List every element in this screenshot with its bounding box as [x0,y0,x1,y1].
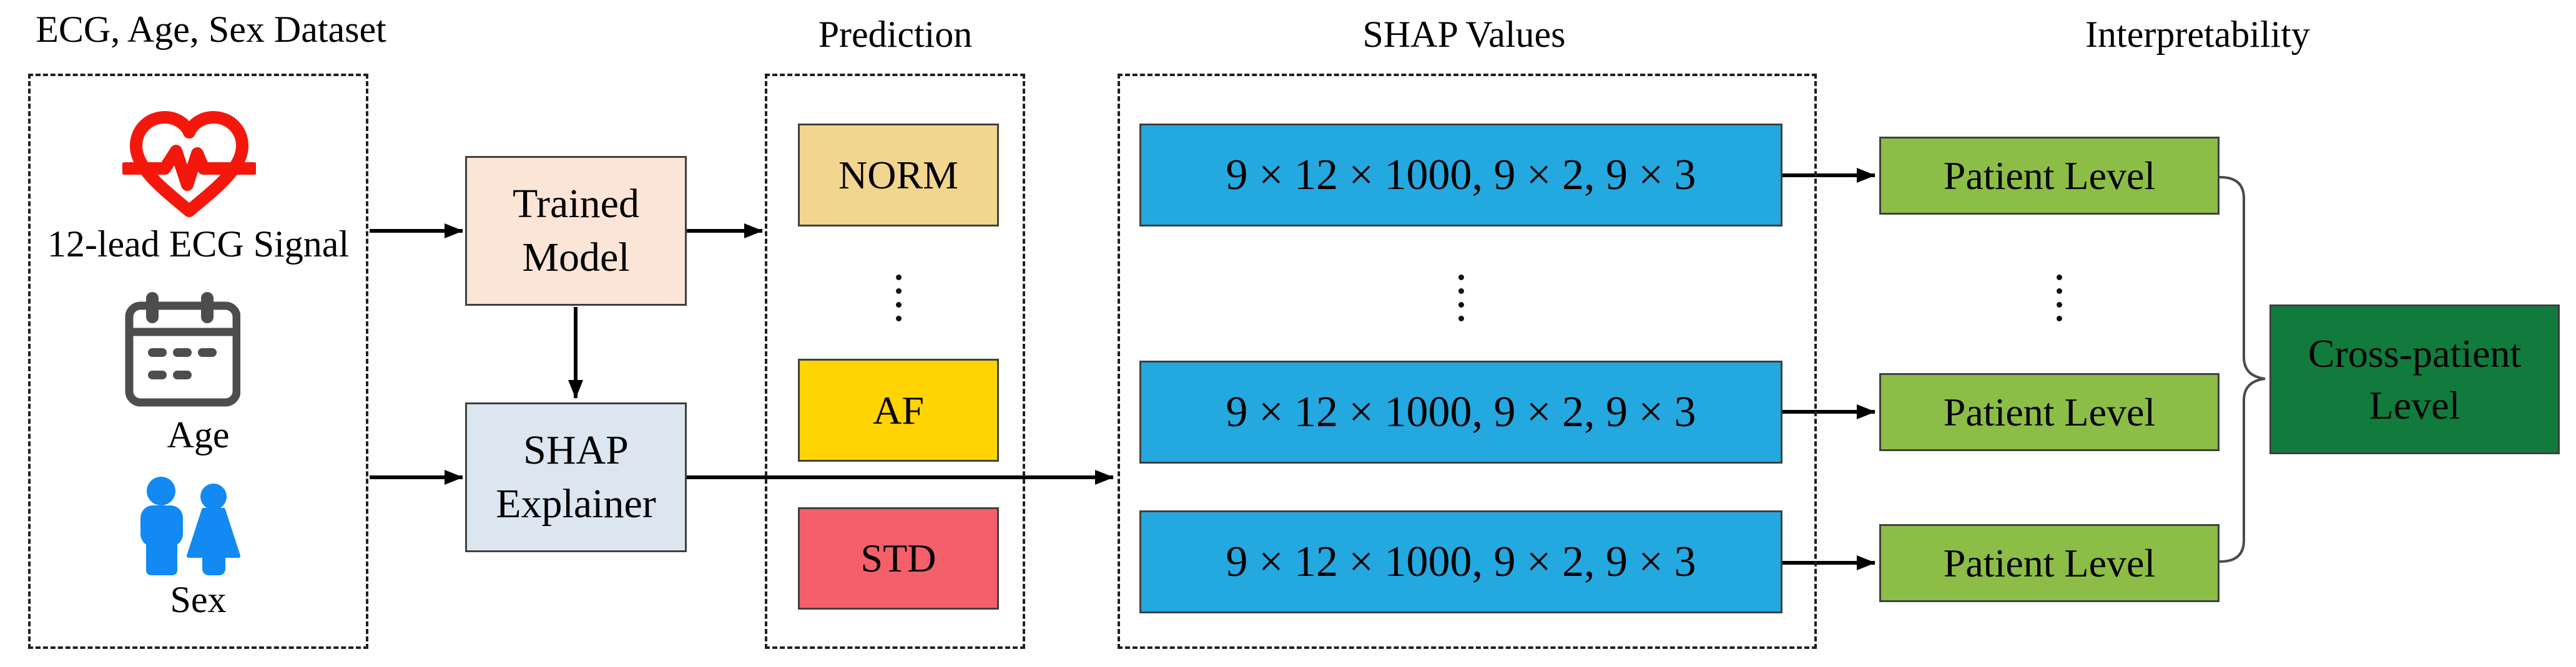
shap-values-box-3: 9 × 12 × 1000, 9 × 2, 9 × 3 [1139,510,1782,613]
patient-level-3-label: Patient Level [1943,540,2156,585]
trained-model-node: Trained Model [465,156,687,306]
shap-values-section-title: SHAP Values [1362,14,1566,55]
shap-explainer-label-line2: Explainer [496,481,656,527]
shap-explainer-node: SHAP Explainer [465,402,687,552]
heart-ecg-icon [119,107,260,221]
brace-patient-to-cross-patient [2219,176,2266,563]
prediction-class-std: STD [798,507,999,610]
dataset-item-age-label: Age [167,414,230,455]
patient-level-box-3: Patient Level [1879,524,2220,602]
shap-values-box-3-label: 9 × 12 × 1000, 9 × 2, 9 × 3 [1226,537,1696,586]
patient-level-box-1: Patient Level [1879,137,2220,215]
dataset-item-ecg-label: 12-lead ECG Signal [47,223,350,265]
prediction-class-af: AF [798,359,999,462]
cross-patient-level-node: Cross-patient Level [2269,304,2560,454]
interpretability-vertical-ellipsis [2056,275,2062,321]
patient-level-2-label: Patient Level [1943,389,2156,434]
prediction-section-title: Prediction [818,14,973,55]
shap-values-box-2-label: 9 × 12 × 1000, 9 × 2, 9 × 3 [1226,387,1696,436]
cross-patient-label-line1: Cross-patient [2308,331,2522,376]
af-label: AF [873,387,924,432]
norm-label: NORM [838,152,959,197]
dataset-group-box [28,74,368,649]
dataset-section-title: ECG, Age, Sex Dataset [36,9,386,50]
cross-patient-label-line2: Level [2369,383,2460,427]
dataset-item-sex-label: Sex [170,579,227,620]
shap-values-box-1: 9 × 12 × 1000, 9 × 2, 9 × 3 [1139,124,1782,226]
shap-values-group-box [1118,74,1817,649]
calendar-icon [125,291,241,407]
shap-values-box-2: 9 × 12 × 1000, 9 × 2, 9 × 3 [1139,361,1782,464]
shap-explainer-label-line1: SHAP [523,427,629,474]
prediction-class-norm: NORM [798,124,999,226]
prediction-vertical-ellipsis [895,275,902,321]
shap-values-vertical-ellipsis [1458,275,1464,321]
trained-model-label-line2: Model [522,235,630,280]
people-icon [137,474,250,575]
interpretability-section-title: Interpretability [2085,14,2310,55]
patient-level-1-label: Patient Level [1943,153,2156,198]
shap-values-box-1-label: 9 × 12 × 1000, 9 × 2, 9 × 3 [1226,150,1696,199]
prediction-group-box [765,74,1025,649]
patient-level-box-2: Patient Level [1879,373,2220,451]
std-label: STD [860,536,937,581]
trained-model-label-line1: Trained [513,181,639,227]
